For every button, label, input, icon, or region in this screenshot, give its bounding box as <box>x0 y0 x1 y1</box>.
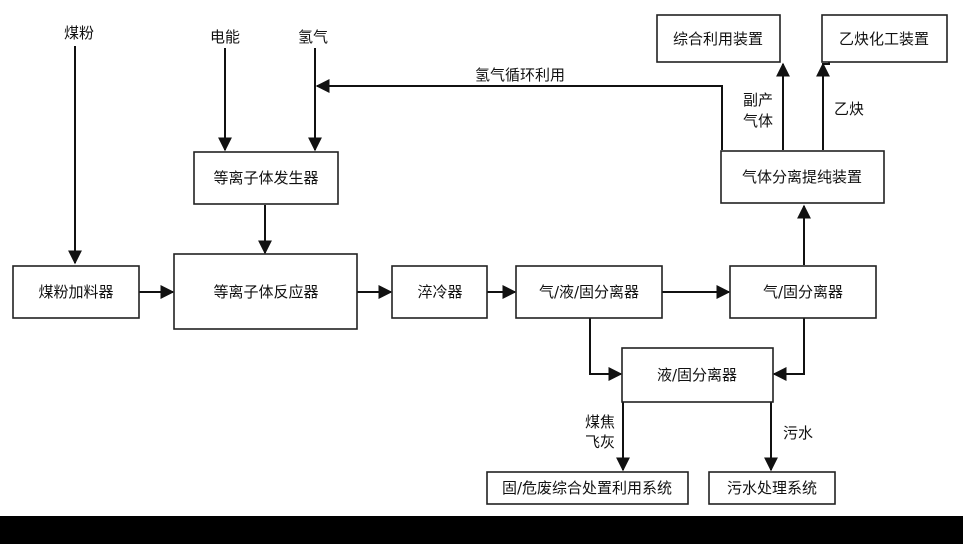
plasma-reactor-label: 等离子体反应器 <box>213 283 318 301</box>
byproduct-gas-label-line1: 副产 <box>743 91 773 109</box>
quencher-label: 淬冷器 <box>417 283 462 301</box>
wastewater-system-label: 污水处理系统 <box>727 479 817 497</box>
gas-solid-separator-label: 气/固分离器 <box>763 283 843 301</box>
byproduct-gas-label-line2: 气体 <box>743 112 773 130</box>
gas-purifier-label: 气体分离提纯装置 <box>742 168 862 186</box>
coal-powder-input-label: 煤粉 <box>64 24 94 42</box>
liquid-solid-separator-box: 液/固分离器 <box>621 347 774 403</box>
gs-to-ls-arrow <box>772 318 805 381</box>
acetylene-chemical-device-box: 乙炔化工装置 <box>821 14 948 63</box>
gas-liquid-solid-separator-label: 气/液/固分离器 <box>539 283 639 301</box>
gls-to-ls-arrow <box>589 318 623 381</box>
gas-solid-separator-box: 气/固分离器 <box>729 265 877 319</box>
wastewater-label: 污水 <box>783 424 813 442</box>
plasma-reactor-box: 等离子体反应器 <box>173 253 358 330</box>
quencher-box: 淬冷器 <box>391 265 488 319</box>
electricity-input-label: 电能 <box>210 28 240 46</box>
gas-purifier-box: 气体分离提纯装置 <box>720 150 885 204</box>
bottom-black-bar <box>0 516 963 544</box>
coal-feeder-box: 煤粉加料器 <box>12 265 140 319</box>
coal-feeder-label: 煤粉加料器 <box>38 283 113 301</box>
wastewater-system-box: 污水处理系统 <box>708 471 836 505</box>
liquid-solid-separator-label: 液/固分离器 <box>657 366 737 384</box>
integrated-utilization-device-box: 综合利用装置 <box>656 14 781 63</box>
hydrogen-input-label: 氢气 <box>298 28 328 46</box>
flow-connectors <box>68 46 830 472</box>
integrated-utilization-device-label: 综合利用装置 <box>673 30 763 48</box>
coke-flyash-label-line1: 煤焦 <box>585 413 615 431</box>
plasma-generator-label: 等离子体发生器 <box>213 169 318 187</box>
acetylene-label: 乙炔 <box>834 100 864 118</box>
hydrogen-recycle-label: 氢气循环利用 <box>475 66 565 84</box>
plasma-generator-box: 等离子体发生器 <box>193 151 339 205</box>
coke-flyash-label-line2: 飞灰 <box>585 433 615 451</box>
solid-waste-system-label: 固/危废综合处置利用系统 <box>502 479 672 497</box>
gas-liquid-solid-separator-box: 气/液/固分离器 <box>515 265 663 319</box>
process-flow-diagram: 煤粉 电能 氢气 氢气循环利用 副产 气体 乙炔 煤焦 飞灰 污水 等离子体发生… <box>12 14 948 505</box>
hydrogen-recycle-arrow <box>315 79 723 150</box>
acetylene-chemical-device-label: 乙炔化工装置 <box>839 30 929 48</box>
solid-waste-system-box: 固/危废综合处置利用系统 <box>486 471 689 505</box>
